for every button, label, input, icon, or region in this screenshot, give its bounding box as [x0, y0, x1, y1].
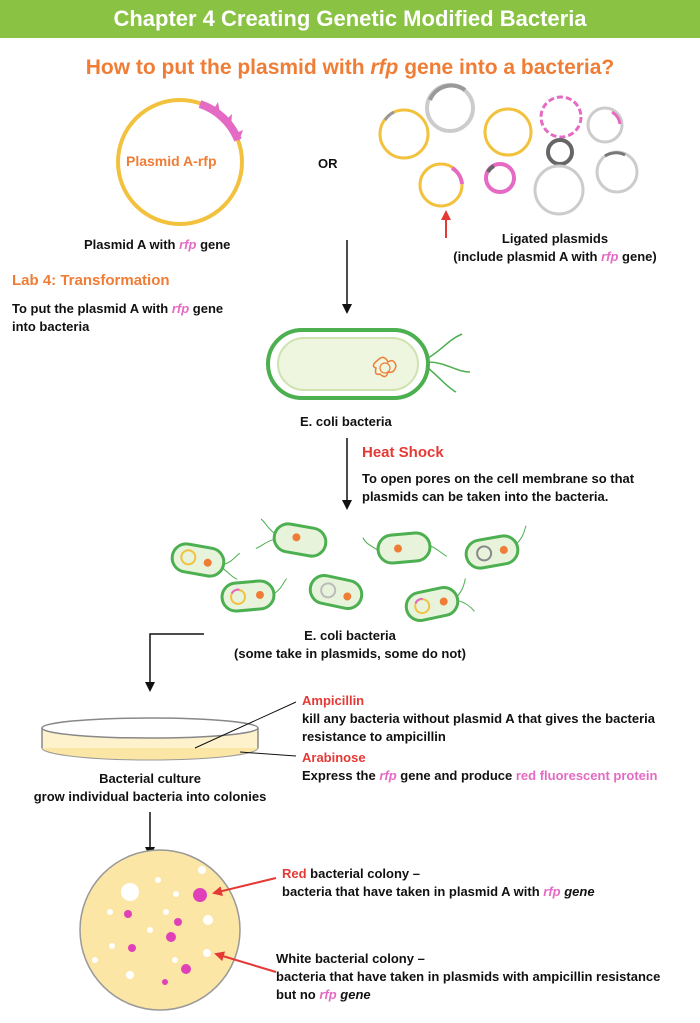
gene-rfp: rfp	[319, 987, 337, 1002]
heat-shock-description: To open pores on the cell membrane so th…	[362, 471, 635, 504]
plasmid-a-label: Plasmid A-rfp	[126, 153, 217, 169]
gene-rfp: rfp	[179, 237, 197, 252]
ampicillin-description: kill any bacteria without plasmid A that…	[302, 711, 656, 744]
plasmid-a-diagram	[116, 98, 244, 226]
white-colony-arrow	[214, 951, 277, 973]
main-question: How to put the plasmid with rfp gene int…	[0, 56, 700, 80]
chapter-header: Chapter 4 Creating Genetic Modified Bact…	[0, 0, 700, 38]
question-text: How to put the plasmid with	[85, 56, 371, 79]
gene-rfp: rfp	[171, 301, 190, 316]
white-colony-caption: White bacterial colony – bacteria that h…	[276, 951, 661, 1002]
plasmid-a-caption: Plasmid A with rfp gene	[84, 237, 231, 252]
colony-plate	[79, 849, 277, 1011]
ampicillin-pointer	[194, 701, 297, 749]
culture-caption: Bacterial culture grow individual bacter…	[33, 771, 267, 804]
protein-label: red fluorescent protein	[515, 768, 658, 783]
red-colony-arrow	[212, 877, 277, 896]
lab4-title: Lab 4: Transformation	[12, 272, 170, 289]
ligated-plasmids-diagram	[378, 83, 639, 238]
red-colony-caption: Red bacterial colony – bacteria that hav…	[282, 866, 595, 899]
heat-shock-title: Heat Shock	[362, 444, 444, 461]
question-gene: rfp	[370, 56, 399, 79]
lab4-description: To put the plasmid A with rfp gene into …	[12, 301, 224, 334]
gene-rfp: rfp	[379, 768, 397, 783]
gene-rfp: rfp	[543, 884, 561, 899]
ecoli-label: E. coli bacteria	[300, 414, 392, 429]
ampicillin-title: Ampicillin	[302, 693, 365, 708]
question-text-end: gene into a bacteria?	[398, 56, 615, 79]
or-label: OR	[318, 156, 338, 171]
ecoli-bacterium	[266, 328, 471, 400]
ecoli-mixed-caption: E. coli bacteria (some take in plasmids,…	[234, 628, 466, 661]
arabinose-description: Express the rfp gene and produce red flu…	[302, 768, 658, 783]
gene-rfp: rfp	[601, 249, 619, 264]
arabinose-title: Arabinose	[302, 750, 366, 765]
petri-dish	[41, 701, 297, 761]
small-bacteria-group	[170, 518, 527, 622]
red-word: Red	[282, 866, 307, 881]
arrow-to-culture	[145, 633, 204, 692]
arabinose-pointer	[239, 751, 297, 757]
ligated-caption: Ligated plasmids (include plasmid A with…	[453, 231, 657, 264]
